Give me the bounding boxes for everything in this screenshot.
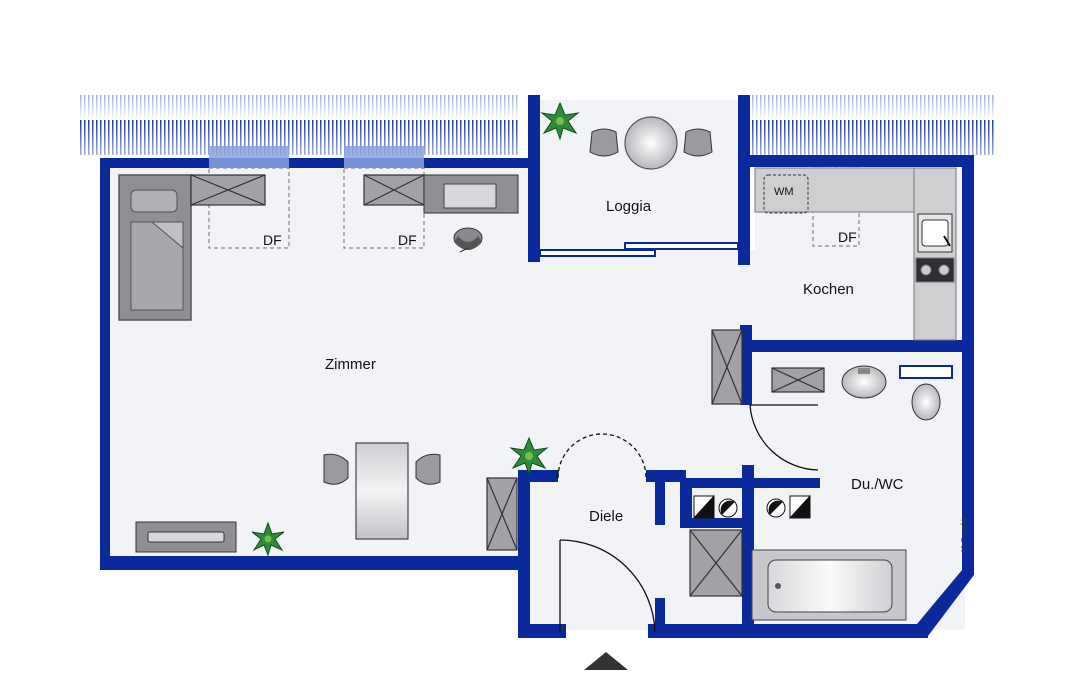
doors <box>557 404 819 633</box>
desk <box>423 174 519 253</box>
bed <box>118 174 192 321</box>
cabinets <box>190 174 825 597</box>
walls <box>100 95 974 638</box>
plant-icon <box>251 521 285 557</box>
entrance-arrow-icon <box>584 652 628 670</box>
loggia-window <box>539 242 739 257</box>
room-label-loggia: Loggia <box>606 198 652 215</box>
roof-window-label: DF <box>263 232 282 248</box>
bathroom-fixtures <box>751 365 953 621</box>
room-label-kochen: Kochen <box>803 281 854 298</box>
sideboard <box>135 521 237 553</box>
plant-icon <box>509 436 549 476</box>
roof-window-label: DF <box>838 229 857 245</box>
room-label-zimmer: Zimmer <box>325 356 376 373</box>
loggia-table <box>589 116 713 170</box>
room-label-duwc: Du./WC <box>851 476 904 493</box>
railing-left <box>80 95 518 155</box>
washing-machine-label: WM <box>774 186 794 198</box>
dining-table <box>323 442 441 540</box>
railing-right <box>748 95 994 155</box>
watermark: McGrundriss <box>961 512 968 552</box>
roof-window-1 <box>208 146 290 249</box>
kitchen-counter <box>754 167 957 341</box>
plant-icon <box>540 101 580 141</box>
installation-boxes <box>692 494 811 519</box>
roof-window-label: DF <box>398 232 417 248</box>
room-label-diele: Diele <box>589 508 624 525</box>
